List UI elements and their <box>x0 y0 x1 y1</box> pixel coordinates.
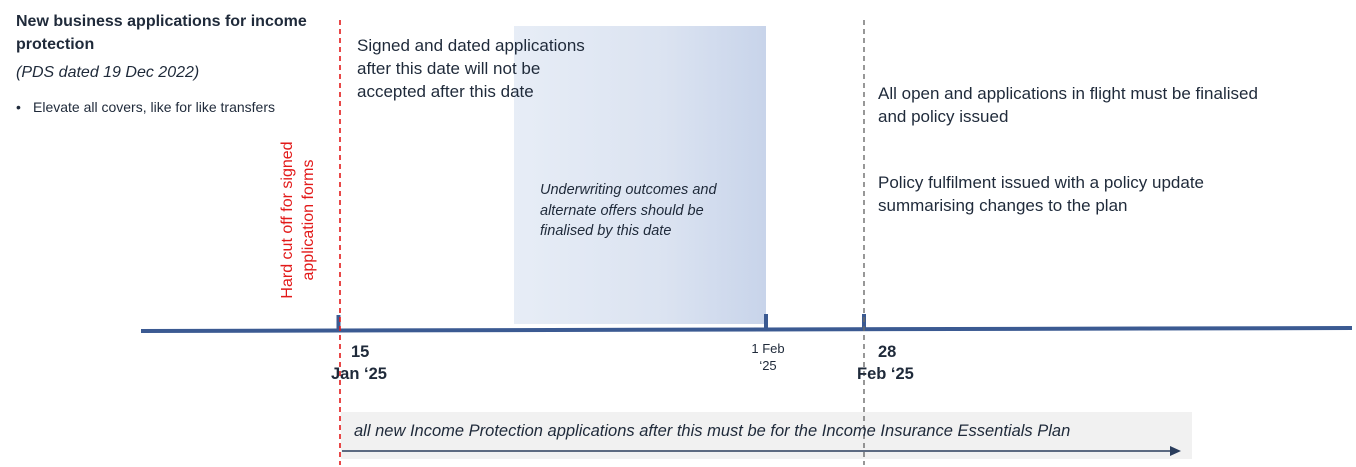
underwriting-window-shade <box>514 26 766 324</box>
signed-applications-note: Signed and dated applications after this… <box>357 36 585 101</box>
tick-28-feb <box>862 314 866 331</box>
date-label-28-feb: 28 Feb ‘25 <box>857 341 937 385</box>
policy-fulfilment-note: Policy fulfilment issued with a policy u… <box>878 173 1204 215</box>
date-28-day: 28 <box>878 343 897 361</box>
cutoff-label: Hard cut off for signed application form… <box>279 141 317 299</box>
date-15-day: 15 <box>351 343 370 361</box>
date-label-1-feb: 1 Feb ‘25 <box>738 340 798 374</box>
page-title: New business applications for income pro… <box>16 13 307 53</box>
in-flight-note: All open and applications in flight must… <box>878 84 1258 126</box>
pds-subtitle: (PDS dated 19 Dec 2022) <box>16 64 200 81</box>
date-1feb-year: ‘25 <box>759 358 777 373</box>
bullet-item: Elevate all covers, like for like transf… <box>16 97 286 117</box>
timeline-axis <box>140 326 1353 333</box>
date-15-month: Jan ‘25 <box>331 365 387 383</box>
heading-bullet-list: Elevate all covers, like for like transf… <box>16 97 286 117</box>
banner-text: all new Income Protection applications a… <box>354 422 1071 440</box>
date-label-15-jan: 15 Jan ‘25 <box>331 341 411 385</box>
date-28-month: Feb ‘25 <box>857 365 914 383</box>
date-1feb-day: 1 Feb <box>751 341 785 356</box>
cutoff-label-container: Hard cut off for signed application form… <box>274 120 322 320</box>
tick-15-jan <box>336 315 341 332</box>
underwriting-note: Underwriting outcomes and alternate offe… <box>540 182 717 239</box>
